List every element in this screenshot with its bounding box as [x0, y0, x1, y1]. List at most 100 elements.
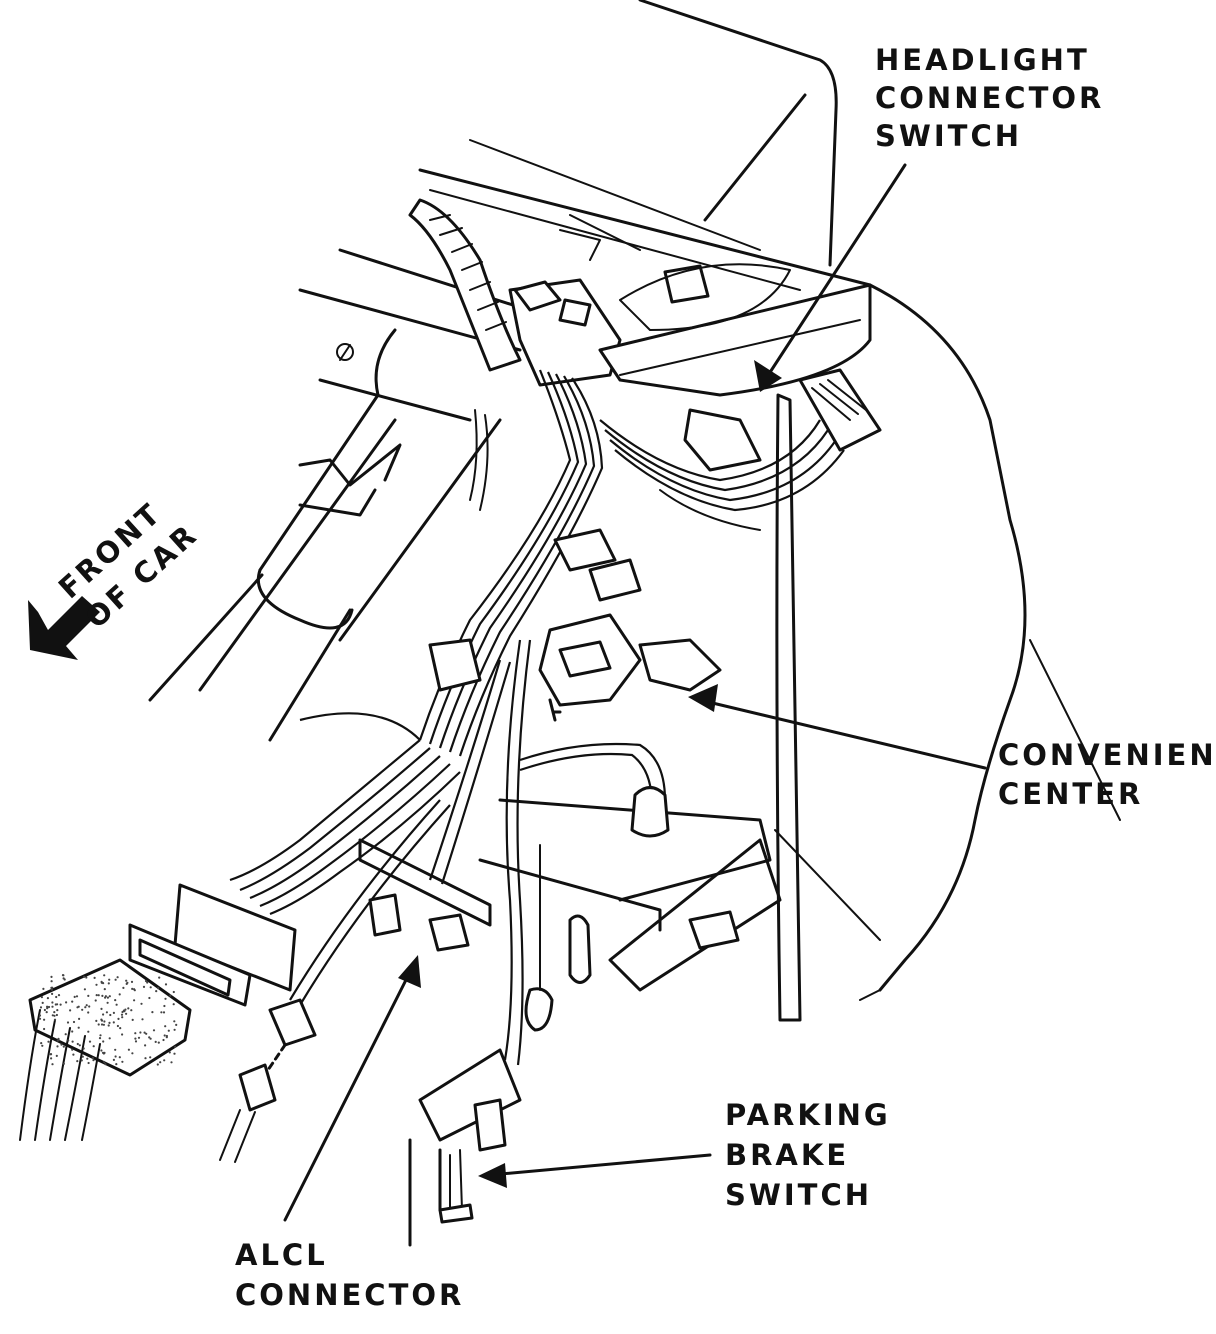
stipple-dot	[175, 1023, 178, 1026]
stipple-dot	[112, 1058, 115, 1061]
stipple-dot	[65, 1001, 68, 1004]
stipple-dot	[116, 1024, 119, 1028]
stipple-dot	[75, 995, 79, 998]
stipple-dot	[108, 1021, 111, 1024]
stipple-dot	[47, 1005, 51, 1009]
stipple-dot	[46, 1005, 49, 1008]
stipple-dot	[173, 1052, 176, 1055]
stipple-dot	[38, 1014, 42, 1017]
stipple-dot	[148, 996, 151, 1000]
stipple-dot	[50, 975, 53, 979]
headlight-label-line1: HEADLIGHT	[875, 43, 1090, 77]
stipple-dot	[162, 1038, 165, 1042]
stipple-dot	[157, 987, 160, 990]
stipple-dot	[95, 994, 98, 997]
stipple-dot	[149, 986, 152, 989]
stipple-dot	[115, 1003, 118, 1006]
stipple-dot	[91, 1056, 94, 1060]
stipple-dot	[72, 1053, 75, 1056]
stipple-dot	[98, 1037, 102, 1040]
headlight-label-line3: SWITCH	[875, 119, 1022, 153]
stipple-dot	[41, 1044, 44, 1047]
stipple-dot	[154, 1040, 157, 1043]
stipple-dot	[42, 987, 45, 991]
stipple-dot	[151, 1011, 154, 1014]
front-of-car-arrow-icon	[28, 596, 100, 660]
stipple-dot	[107, 982, 110, 985]
stipple-dot	[149, 1056, 152, 1059]
stipple-dot	[55, 1013, 59, 1017]
stipple-dot	[114, 1055, 117, 1058]
stipple-dot	[95, 983, 98, 986]
stipple-dot	[92, 1045, 95, 1048]
stipple-dot	[160, 1011, 163, 1014]
headlight-label-line2: CONNECTOR	[875, 81, 1104, 115]
stipple-dot	[99, 1034, 102, 1037]
stipple-dot	[100, 981, 103, 984]
stipple-dot	[71, 1048, 74, 1051]
stipple-dot	[53, 1014, 56, 1017]
stipple-dot	[144, 979, 148, 983]
stipple-dot	[54, 1003, 57, 1006]
stipple-dot	[131, 987, 134, 991]
stipple-dot	[51, 992, 54, 996]
stipple-dot	[51, 1063, 54, 1066]
stipple-dot	[163, 1034, 166, 1037]
top-harness	[408, 198, 872, 397]
stipple-dot	[172, 990, 175, 994]
stipple-dot	[118, 993, 121, 996]
stipple-dot	[169, 994, 172, 997]
stipple-dot	[47, 1040, 50, 1043]
stipple-dot	[88, 1040, 92, 1043]
stipple-dot	[101, 994, 104, 998]
stipple-dot	[51, 1014, 54, 1017]
stipple-dot	[76, 1042, 79, 1046]
stipple-dot	[85, 976, 88, 979]
stipple-dot	[93, 976, 96, 980]
stipple-dot	[73, 995, 76, 999]
stipple-dot	[77, 1026, 80, 1029]
stipple-dot	[71, 1000, 74, 1003]
stipple-dot	[102, 1040, 105, 1043]
alcl-label-line2: CONNECTOR	[235, 1278, 464, 1312]
stipple-dot	[51, 1001, 54, 1004]
stipple-dot	[149, 1037, 152, 1040]
stipple-dot	[104, 1063, 107, 1066]
stipple-dot	[59, 1003, 62, 1006]
stipple-dot	[51, 1005, 54, 1008]
stipple-dot	[145, 1032, 148, 1035]
stipple-dot	[158, 976, 161, 979]
stipple-dot	[167, 1029, 170, 1032]
stipple-dot	[117, 1017, 120, 1021]
stipple-dot	[106, 996, 109, 999]
stipple-dot	[77, 1005, 80, 1008]
stipple-dot	[168, 1051, 171, 1054]
stipple-dot	[116, 976, 119, 979]
stipple-dot	[112, 1011, 115, 1015]
stipple-dot	[71, 1030, 74, 1033]
stipple-dot	[148, 1036, 151, 1039]
stipple-dot	[62, 977, 65, 980]
lower-bracket	[358, 786, 782, 1032]
stipple-dot	[109, 1013, 112, 1017]
stipple-dot	[165, 1036, 168, 1039]
stipple-dot	[121, 1016, 124, 1019]
stipple-dot	[121, 1060, 124, 1063]
stipple-dot	[127, 1048, 130, 1051]
stipple-dot	[143, 1031, 146, 1034]
stipple-dot	[56, 1045, 59, 1048]
stipple-dot	[125, 982, 128, 986]
stipple-dot	[43, 1027, 46, 1031]
stipple-dot	[164, 997, 167, 1000]
stipple-dot	[142, 985, 146, 989]
stipple-dot	[95, 1019, 98, 1023]
stipple-dot	[50, 980, 53, 983]
stipple-texture	[38, 974, 178, 1066]
stipple-dot	[53, 1011, 56, 1014]
stipple-dot	[57, 994, 61, 997]
stipple-dot	[71, 1040, 74, 1043]
stipple-dot	[140, 1002, 143, 1005]
stipple-dot	[87, 1011, 90, 1014]
stipple-dot	[162, 1011, 166, 1014]
